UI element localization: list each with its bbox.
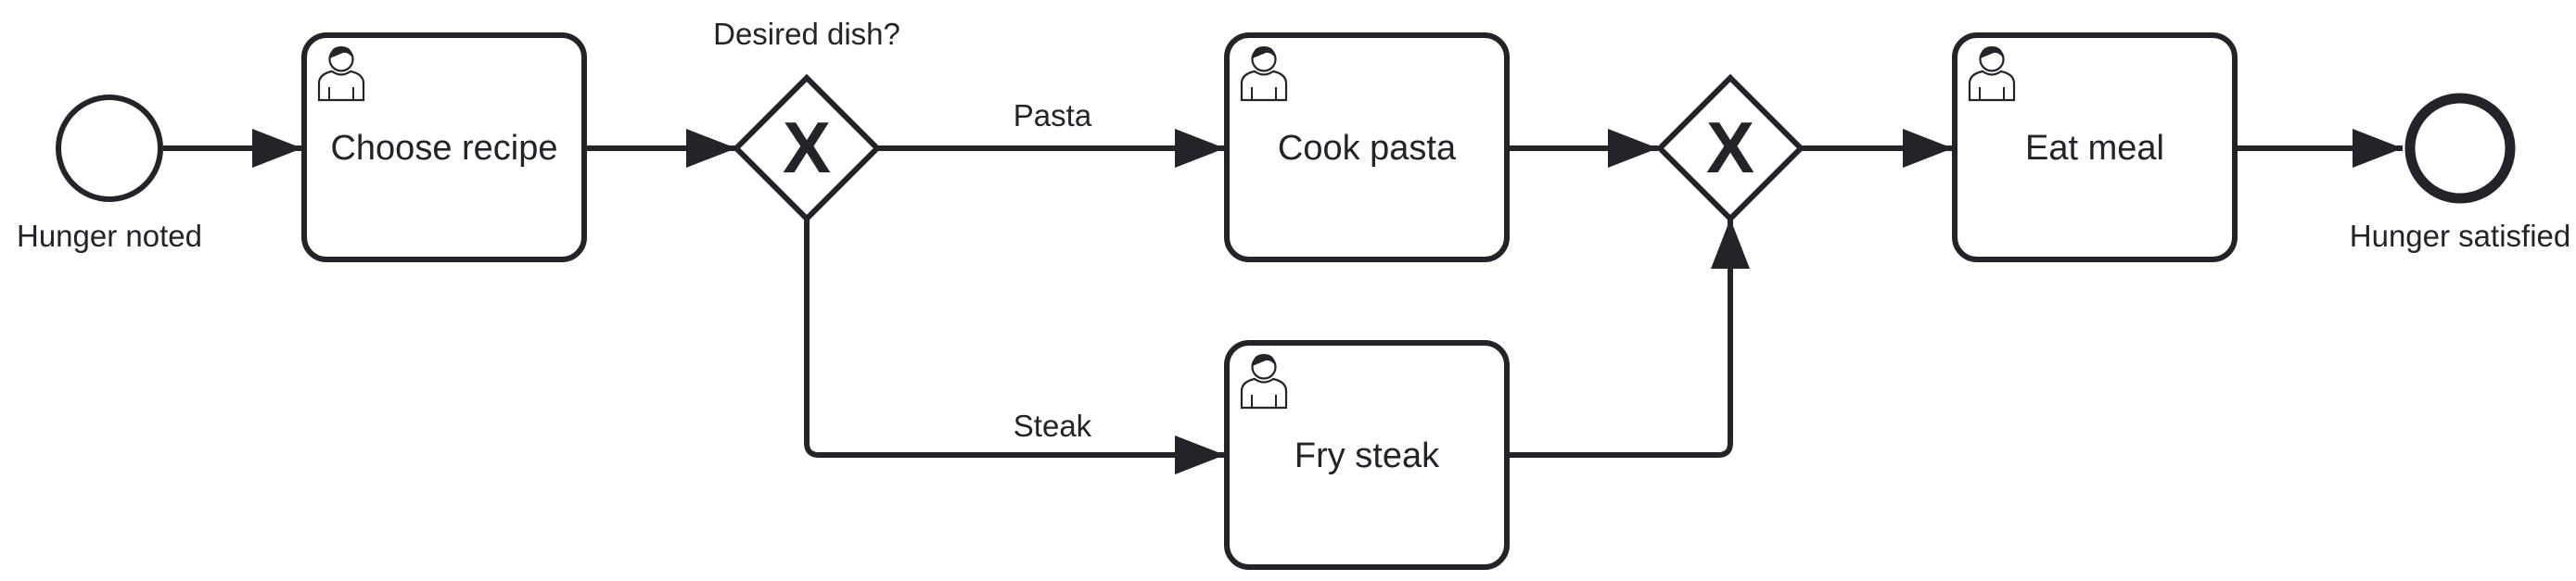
end-event[interactable]: Hunger satisfied: [2350, 93, 2570, 253]
gateway-merge-diamond[interactable]: [1655, 73, 1805, 223]
flow-fry-steak-to-merge[interactable]: [1507, 219, 1750, 458]
task-fry-steak-box[interactable]: [1224, 340, 1510, 570]
task-eat-meal[interactable]: Eat meal: [1952, 32, 2238, 262]
task-cook-pasta-label: Cook pasta: [1278, 129, 1457, 168]
gateway-split-label: Desired dish?: [713, 17, 900, 51]
task-choose-recipe[interactable]: Choose recipe: [301, 32, 587, 262]
task-cook-pasta[interactable]: Cook pasta: [1224, 32, 1510, 262]
end-event-label: Hunger satisfied: [2350, 219, 2570, 253]
task-fry-steak-label: Fry steak: [1294, 436, 1440, 475]
task-eat-meal-box[interactable]: [1952, 32, 2238, 262]
task-cook-pasta-box[interactable]: [1224, 32, 1510, 262]
start-event-label: Hunger noted: [17, 219, 202, 253]
task-choose-recipe-box[interactable]: [301, 32, 587, 262]
end-event-circle[interactable]: [2404, 93, 2516, 204]
sequence-flows: [163, 129, 2403, 474]
start-event-circle[interactable]: [56, 95, 163, 202]
flow-steak-label: Steak: [1014, 409, 1092, 443]
task-eat-meal-label: Eat meal: [2025, 129, 2164, 168]
flow-pasta-label: Pasta: [1014, 98, 1092, 133]
gateway-merge[interactable]: X: [1655, 73, 1805, 223]
start-event[interactable]: Hunger noted: [17, 95, 202, 253]
gateway-split[interactable]: X Desired dish?: [713, 17, 900, 223]
flow-steak[interactable]: [804, 219, 1225, 474]
gateway-split-marker: X: [783, 107, 831, 188]
task-choose-recipe-label: Choose recipe: [330, 129, 557, 168]
gateway-merge-marker: X: [1706, 107, 1754, 188]
gateway-split-diamond[interactable]: [732, 73, 882, 223]
task-fry-steak[interactable]: Fry steak: [1224, 340, 1510, 570]
